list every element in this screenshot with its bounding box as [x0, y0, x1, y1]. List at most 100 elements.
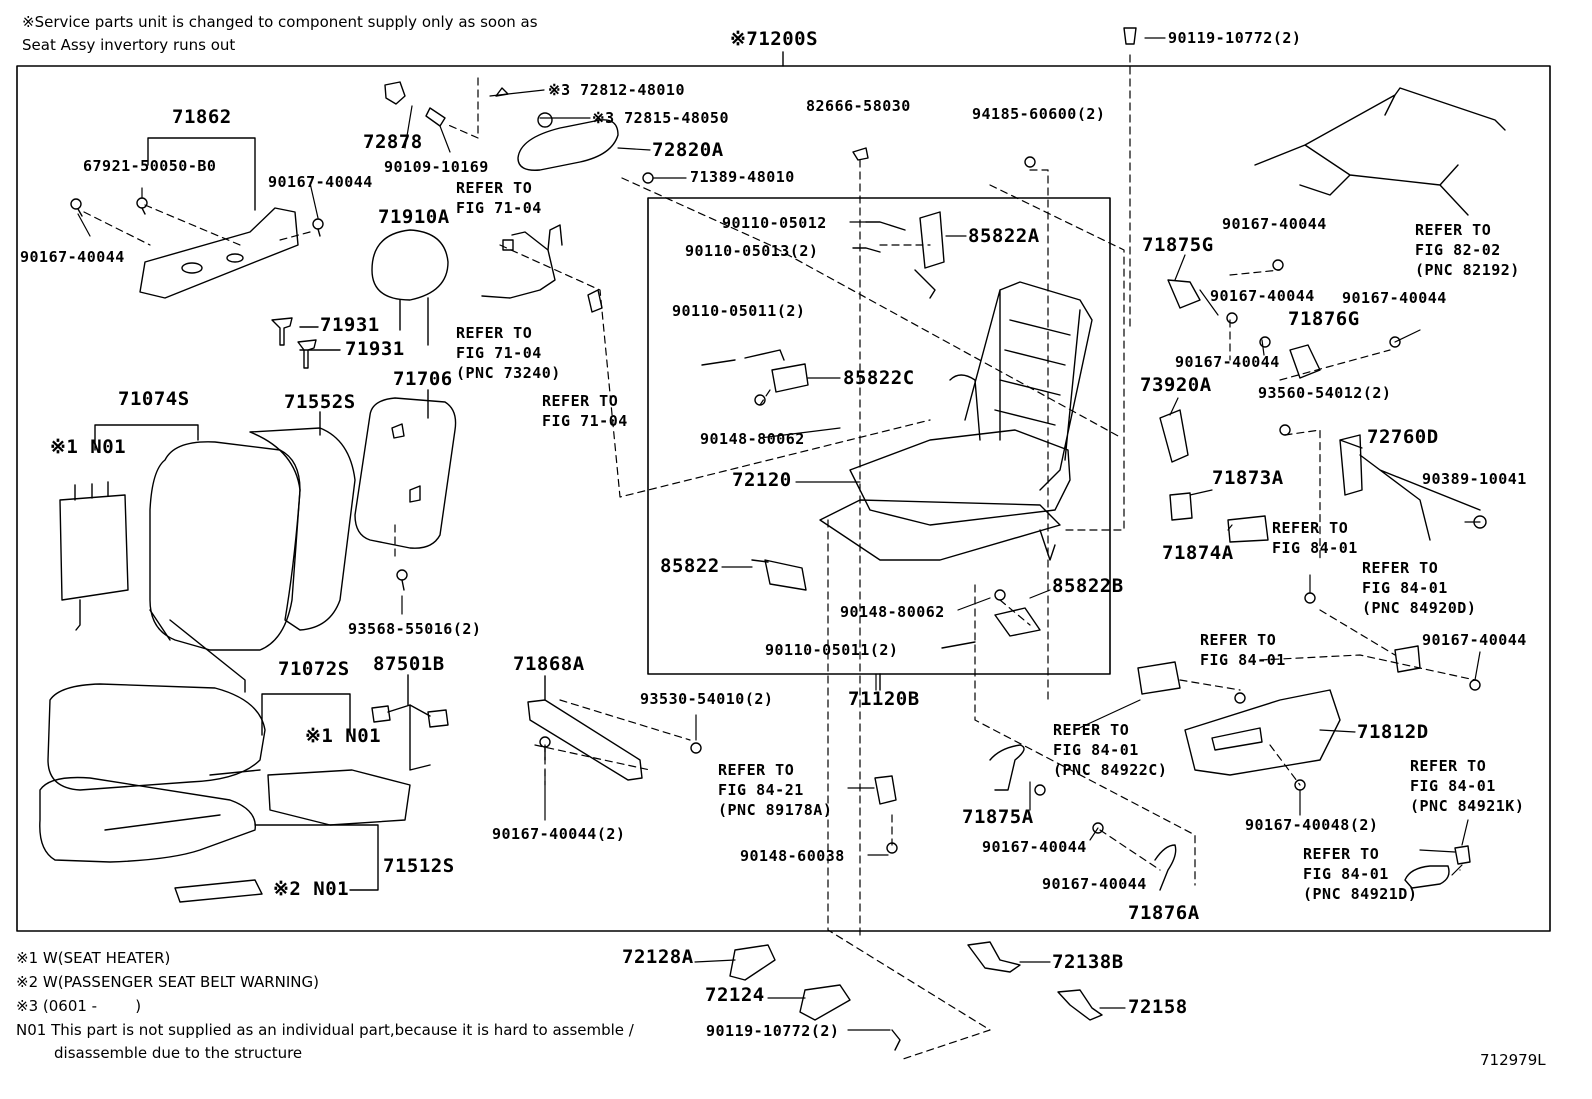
- cover-71868a: [527, 699, 643, 781]
- heater-n01-back: [59, 494, 129, 601]
- part-label-90167-a: 90167-40044: [268, 173, 373, 191]
- part-label-90110-05011-a: 90110-05011(2): [672, 302, 806, 320]
- part-label-90389: 90389-10041: [1422, 470, 1527, 488]
- bracket-72138b: [967, 941, 1021, 973]
- cushion-pad-71512s: [39, 776, 256, 863]
- part-label-90167-f: 90167-40044: [1175, 353, 1280, 371]
- part-label-71868a: 71868A: [513, 653, 585, 675]
- part-label-71074s: 71074S: [118, 388, 190, 410]
- part-label-90167-d: 90167-40044: [1210, 287, 1315, 305]
- seatback-board-71706: [354, 397, 457, 549]
- part-label-71862: 71862: [172, 106, 232, 128]
- part-label-90148-b: 90148-80062: [840, 603, 945, 621]
- seatback-pad-71552s: [249, 427, 356, 631]
- sensor-n01: [174, 879, 263, 903]
- footnote-seat-heater: ※1 W(SEAT HEATER): [16, 949, 171, 967]
- part-label-72812: ※3 72812-48010: [548, 81, 685, 99]
- part-label-90167-g: 90167-40044: [1422, 631, 1527, 649]
- part-label-90167-i: 90167-40044: [1042, 875, 1147, 893]
- headrest-71910a: [371, 229, 449, 301]
- dashed-leaders: [83, 54, 1476, 1061]
- part-label-90148-a: 90148-80062: [700, 430, 805, 448]
- seat-frame-72120: [849, 429, 1071, 526]
- side-cover-71862: [139, 207, 299, 299]
- leader-71512s: [254, 824, 379, 891]
- connector-87501b: [371, 704, 449, 771]
- armrest-72820a: [517, 119, 619, 171]
- part-label-90167-e: 90167-40044: [1342, 289, 1447, 307]
- motor-85822a: [914, 211, 945, 299]
- side-cover-71812d: [1184, 689, 1341, 776]
- cover-72124: [799, 984, 851, 1021]
- part-label-71931-b: 71931: [345, 338, 405, 360]
- part-label-72760d: 72760D: [1367, 426, 1439, 448]
- part-label-72138b: 72138B: [1052, 951, 1124, 973]
- part-label-n01-a: ※1 N01: [50, 436, 127, 458]
- diagram-id: 712979L: [1480, 1051, 1546, 1069]
- part-label-71873a: 71873A: [1212, 467, 1284, 489]
- leader-71072s: [261, 693, 351, 736]
- part-label-90167-40044-2: 90167-40044(2): [492, 825, 626, 843]
- part-label-72815: ※3 72815-48050: [592, 109, 729, 127]
- part-label-71931-a: 71931: [320, 314, 380, 336]
- part-label-90167-c: 90167-40044: [1222, 215, 1327, 233]
- part-label-90167-b: 90167-40044: [20, 248, 125, 266]
- part-label-85822a: 85822A: [968, 225, 1040, 247]
- seatback-cover-71074s: [149, 441, 301, 651]
- part-label-71072s: 71072S: [278, 658, 350, 680]
- harness-82192: [1254, 87, 1506, 216]
- part-label-72158: 72158: [1128, 996, 1188, 1018]
- part-label-71200s: ※71200S: [730, 28, 819, 50]
- part-label-85822: 85822: [660, 555, 720, 577]
- part-label-93530: 93530-54010(2): [640, 690, 774, 708]
- cushion-cover-71072s: [47, 683, 266, 791]
- motor-85822: [764, 559, 807, 591]
- motor-85822b: [994, 607, 1041, 637]
- part-label-93560: 93560-54012(2): [1258, 384, 1392, 402]
- leader-71862: [147, 137, 256, 211]
- part-label-94185: 94185-60600(2): [972, 105, 1106, 123]
- part-label-90167-40048: 90167-40048(2): [1245, 816, 1379, 834]
- seatback-frame: [964, 281, 1093, 491]
- part-label-71812d: 71812D: [1357, 721, 1429, 743]
- part-label-71874a: 71874A: [1162, 542, 1234, 564]
- part-label-71120b: 71120B: [848, 688, 920, 710]
- footnote-seat-belt-warning: ※2 W(PASSENGER SEAT BELT WARNING): [16, 973, 319, 991]
- part-label-72120: 72120: [732, 469, 792, 491]
- part-label-72124: 72124: [705, 984, 765, 1006]
- part-label-87501b: 87501B: [373, 653, 445, 675]
- footnote-n01-line1: N01 This part is not supplied as an indi…: [16, 1021, 634, 1039]
- label-leaders: [77, 37, 1481, 1031]
- part-label-90110-05013: 90110-05013(2): [685, 242, 819, 260]
- part-label-90119-10772-bot: 90119-10772(2): [706, 1022, 840, 1040]
- part-label-72878: 72878: [363, 131, 423, 153]
- header-note-line2: Seat Assy invertory runs out: [22, 36, 236, 54]
- part-label-71910a: 71910A: [378, 206, 450, 228]
- part-label-71389: 71389-48010: [690, 168, 795, 186]
- footnote-n01-line2: disassemble due to the structure: [54, 1044, 303, 1062]
- heater-n01-cushion: [267, 769, 411, 826]
- part-label-71875a: 71875A: [962, 806, 1034, 828]
- part-label-n01-b: ※1 N01: [305, 725, 382, 747]
- part-label-82666: 82666-58030: [806, 97, 911, 115]
- part-label-72820a: 72820A: [652, 139, 724, 161]
- part-label-71875g: 71875G: [1142, 234, 1214, 256]
- header-note-line1: ※Service parts unit is changed to compon…: [22, 13, 538, 31]
- part-label-90167-h: 90167-40044: [982, 838, 1087, 856]
- part-label-90110-05012: 90110-05012: [722, 214, 827, 232]
- leader-71074s: [94, 424, 199, 451]
- airbag-73920a: [1159, 409, 1189, 463]
- cover-72128a: [729, 944, 776, 981]
- part-label-71512s: 71512S: [383, 855, 455, 877]
- inner-frame-seat-adjuster: [647, 197, 1111, 675]
